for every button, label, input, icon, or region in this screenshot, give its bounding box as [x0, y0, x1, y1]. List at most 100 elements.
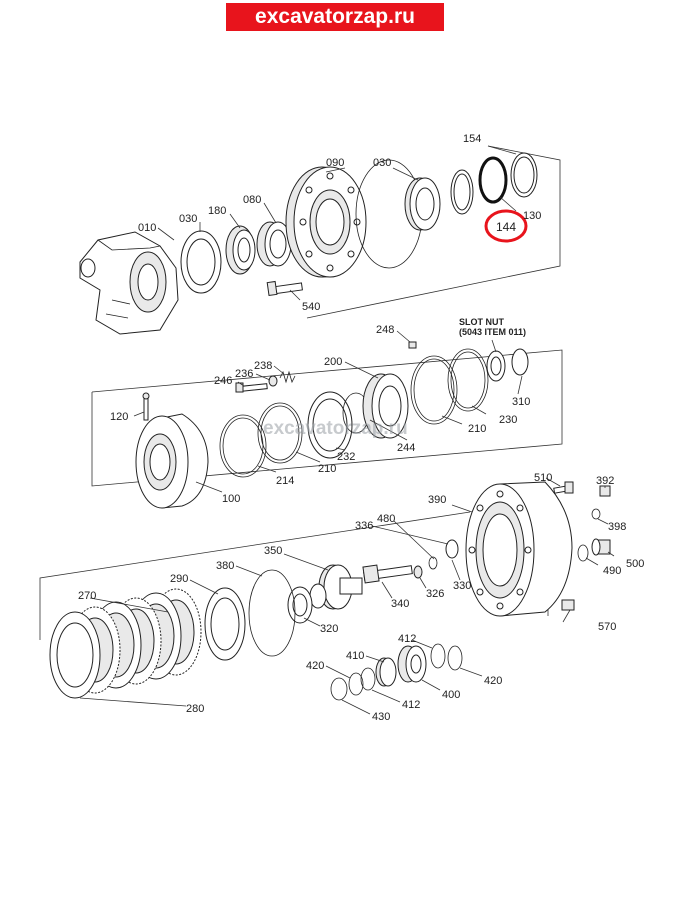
part-housing-390: [465, 481, 573, 617]
site-watermark-banner: excavatorzap.ru: [226, 3, 444, 31]
part-plate-232: [307, 391, 353, 459]
part-piston-200: [362, 373, 409, 439]
label-480: 480: [377, 513, 395, 525]
part-oring-398: [591, 508, 601, 520]
label-310: 310: [512, 396, 530, 408]
part-shaft-340: [362, 564, 413, 584]
leader-lines-lower: [79, 477, 615, 715]
part-ring-130: [450, 169, 474, 215]
part-ring-144: [478, 156, 508, 204]
part-oring-490: [577, 544, 589, 562]
part-bearing-030-left: [180, 230, 222, 294]
label-380: 380: [216, 560, 234, 572]
label-214: 214: [276, 475, 294, 487]
part-ring-210-left: [257, 402, 303, 464]
part-slot-nut: [486, 350, 506, 382]
panel-middle-frame: [91, 349, 563, 487]
label-540: 540: [302, 301, 320, 313]
slot-nut-note-line1: SLOT NUT: [459, 317, 504, 327]
label-244: 244: [397, 442, 415, 454]
label-210-right: 210: [468, 423, 486, 435]
label-410: 410: [346, 650, 364, 662]
label-270: 270: [78, 590, 96, 602]
label-350: 350: [264, 545, 282, 557]
part-pin-120: [142, 392, 150, 421]
label-390: 390: [428, 494, 446, 506]
label-090: 090: [326, 157, 344, 169]
part-bearing-030-right: [404, 177, 441, 231]
label-392: 392: [596, 475, 614, 487]
label-340: 340: [391, 598, 409, 610]
label-100: 100: [222, 493, 240, 505]
part-plug-500: [591, 538, 611, 556]
leader-lines-upper: [157, 145, 517, 301]
label-030-left: 030: [179, 213, 197, 225]
part-screw-246: [235, 382, 268, 393]
part-knuckle-010: [79, 231, 179, 335]
label-398: 398: [608, 521, 626, 533]
part-ring-210-right: [410, 355, 458, 425]
label-080: 080: [243, 194, 261, 206]
label-510: 510: [534, 472, 552, 484]
part-washer-412-left: [360, 667, 376, 691]
part-bearing-180: [225, 225, 256, 275]
part-hub-090: [285, 166, 367, 278]
label-238: 238: [254, 360, 272, 372]
part-ring-430: [330, 677, 348, 701]
part-clutch-pack-270-280: [49, 588, 202, 699]
label-570: 570: [598, 621, 616, 633]
part-disc-290: [204, 587, 246, 661]
label-420-left: 420: [306, 660, 324, 672]
part-washer-480: [445, 539, 459, 559]
label-180: 180: [208, 205, 226, 217]
label-144-highlighted: 144: [496, 220, 516, 234]
label-400: 400: [442, 689, 460, 701]
part-ring-230: [447, 348, 489, 412]
label-320: 320: [320, 623, 338, 635]
part-gear-350: [309, 564, 363, 610]
part-washer-326: [413, 565, 423, 579]
center-watermark: excavatorzap.ru: [263, 418, 408, 439]
part-plug-570: [561, 599, 575, 611]
part-plug-248: [408, 341, 417, 349]
slot-nut-note-line2: (5043 ITEM 011): [459, 327, 526, 337]
part-washer-236: [268, 375, 278, 387]
label-210-left: 210: [318, 463, 336, 475]
label-154: 154: [463, 133, 481, 145]
part-washer-412-right: [430, 643, 446, 669]
highlight-circle: [484, 209, 528, 243]
label-420-right: 420: [484, 675, 502, 687]
label-330: 330: [453, 580, 471, 592]
label-230: 230: [499, 414, 517, 426]
leader-lines-middle: [133, 330, 523, 493]
label-412-top: 412: [398, 633, 416, 645]
label-232: 232: [337, 451, 355, 463]
label-290: 290: [170, 573, 188, 585]
label-280: 280: [186, 703, 204, 715]
label-120: 120: [110, 411, 128, 423]
part-bolt-540: [266, 280, 303, 297]
label-500: 500: [626, 558, 644, 570]
part-ring-420-right: [447, 645, 463, 671]
label-412-bottom: 412: [402, 699, 420, 711]
label-030-right: 030: [373, 157, 391, 169]
label-246: 246: [214, 375, 232, 387]
part-drum-100: [135, 413, 209, 509]
part-planet-gear-400: [397, 645, 427, 683]
part-oring-336: [428, 556, 438, 570]
label-248: 248: [376, 324, 394, 336]
part-lock-310: [511, 348, 529, 376]
part-bearing-410: [375, 657, 397, 687]
part-bolt-510: [553, 481, 574, 494]
label-336: 336: [355, 520, 373, 532]
label-326: 326: [426, 588, 444, 600]
part-ring-420-left: [348, 672, 364, 696]
label-490: 490: [603, 565, 621, 577]
part-ring-380: [248, 569, 296, 657]
label-236: 236: [235, 368, 253, 380]
label-010: 010: [138, 222, 156, 234]
part-plate-320: [287, 586, 313, 624]
label-130: 130: [523, 210, 541, 222]
part-ring-154: [510, 152, 538, 198]
